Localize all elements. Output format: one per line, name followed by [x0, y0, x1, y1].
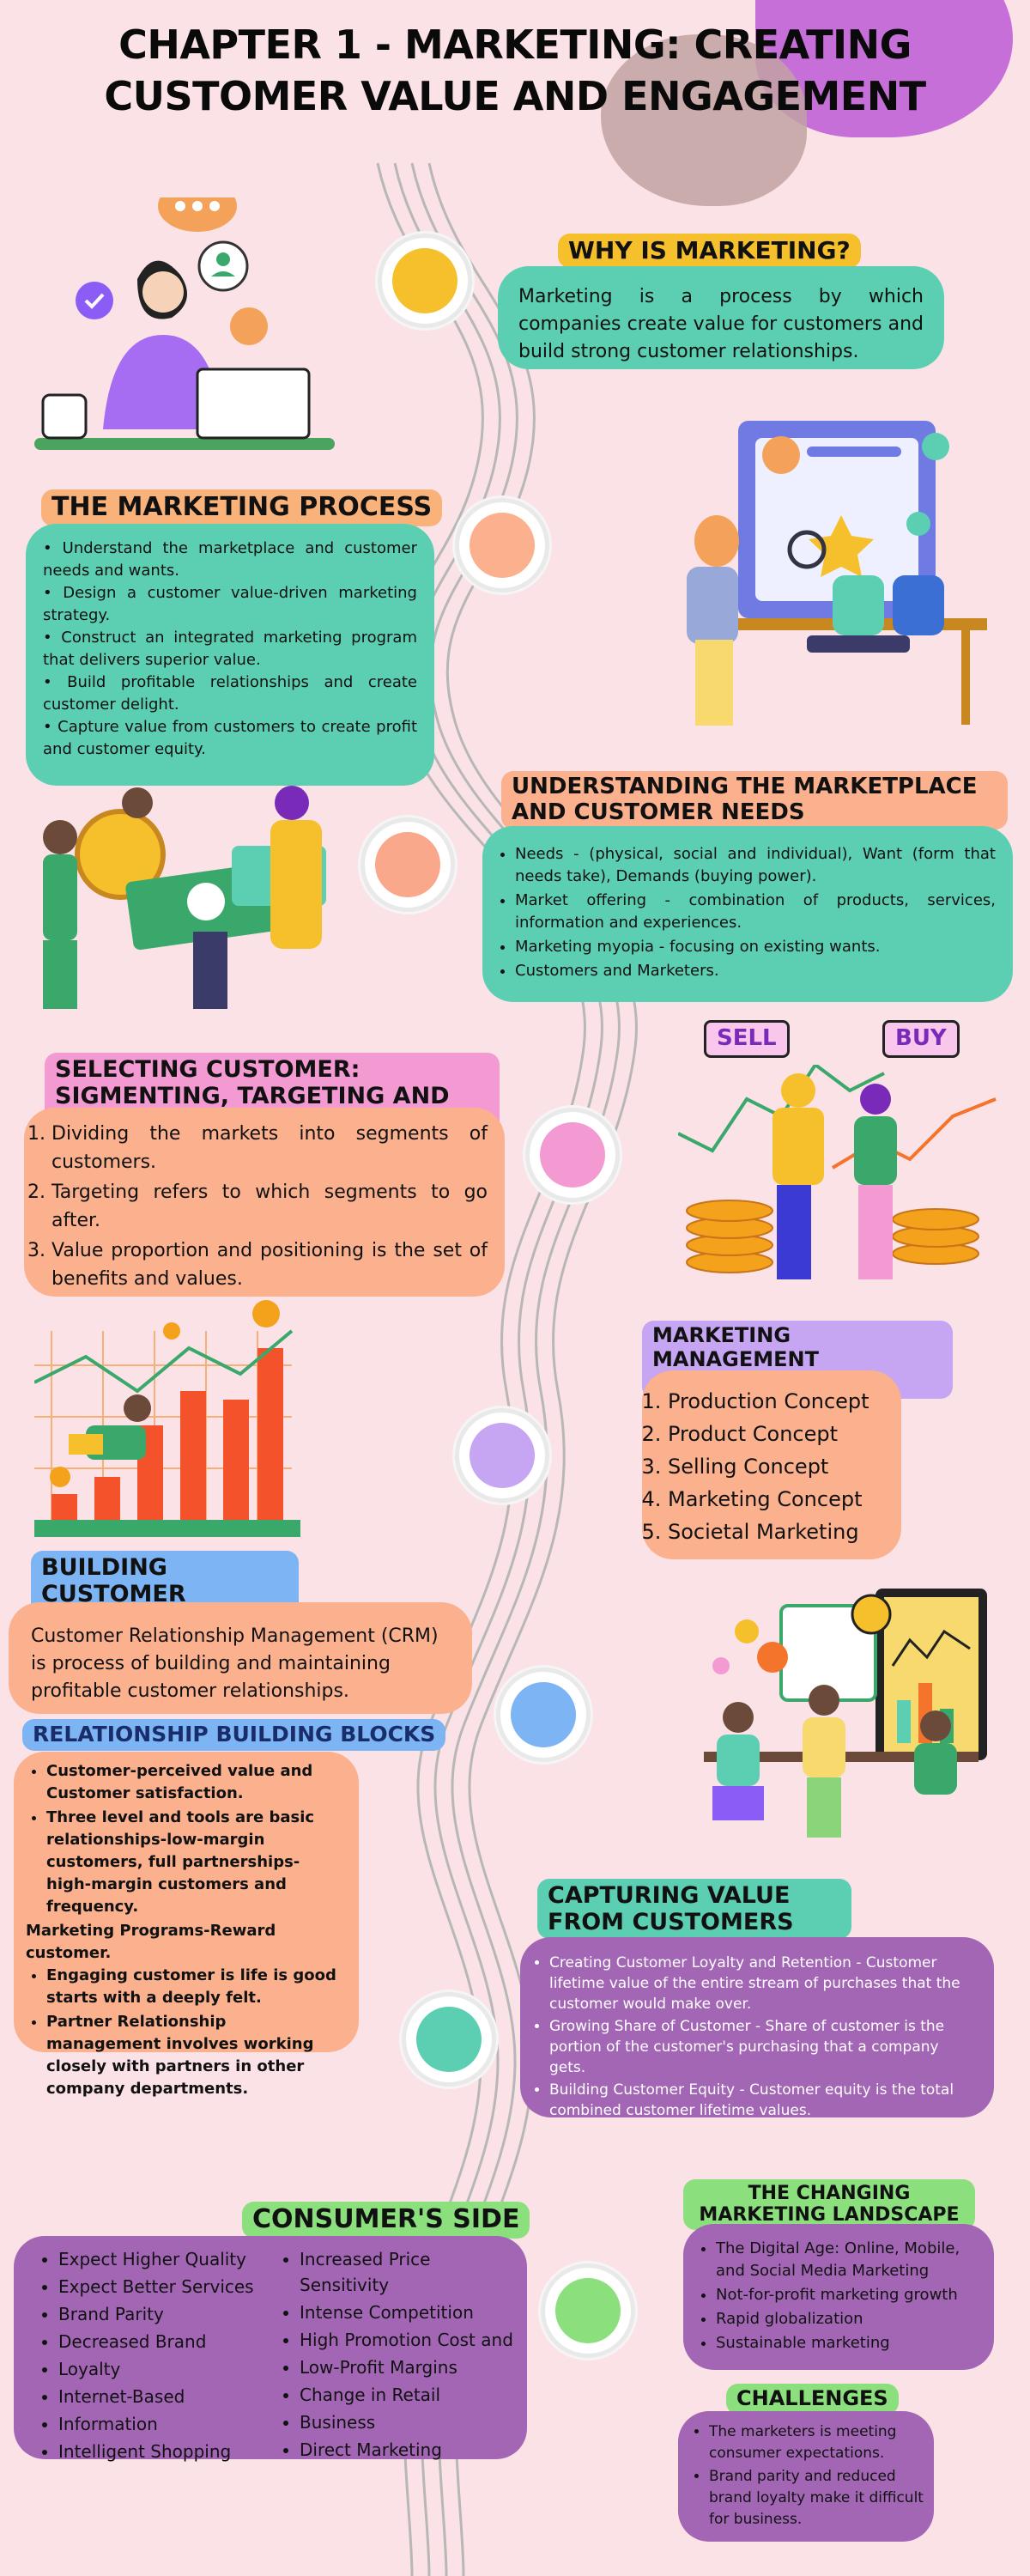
consumer-item: Loyalty — [58, 2356, 276, 2382]
consumer-column-2: Increased Price Sensitivity Intense Comp… — [276, 2246, 517, 2466]
consumer-item: Information — [58, 2411, 276, 2437]
consumer-column-1: Expect Higher Quality Expect Better Serv… — [17, 2246, 276, 2466]
capturing-item: Building Customer Equity - Customer equi… — [549, 2080, 975, 2121]
landscape-item: The Digital Age: Online, Mobile, and Soc… — [716, 2238, 982, 2282]
consumer-side-box: Expect Higher Quality Expect Better Serv… — [14, 2236, 527, 2462]
consumer-item: Intense Competition — [300, 2300, 517, 2325]
orientation-item: Selling Concept — [668, 1451, 888, 1482]
timeline-dot-pink — [525, 1108, 620, 1202]
understanding-box: Needs - (physical, social and individual… — [482, 826, 1013, 1002]
decorative-blob-mauve — [601, 34, 807, 206]
relationships-text: Customer Relationship Management (CRM) i… — [31, 1625, 439, 1702]
orientation-item: Production Concept — [668, 1386, 888, 1417]
page-title: CHAPTER 1 - MARKETING: CREATING CUSTOMER… — [104, 21, 926, 119]
timeline-dot-yellow — [378, 234, 472, 328]
process-item: • Capture value from customers to create… — [43, 718, 417, 758]
understanding-item: Marketing myopia - focusing on existing … — [515, 936, 996, 958]
team-meeting-illustration — [704, 1589, 987, 1838]
consumer-item: Business — [300, 2409, 517, 2435]
consumer-item: Low-Profit Margins — [300, 2354, 517, 2380]
understanding-item: Needs - (physical, social and individual… — [515, 843, 996, 888]
consumer-item: Expect Higher Quality — [58, 2246, 276, 2272]
challenges-item: Brand parity and reduced brand loyalty m… — [709, 2466, 924, 2530]
section-heading-consumer-side: CONSUMER'S SIDE — [242, 2202, 530, 2239]
section-heading-changing-landscape: THE CHANGING MARKETING LANDSCAPE — [683, 2179, 975, 2230]
capturing-value-box: Creating Customer Loyalty and Retention … — [520, 1937, 994, 2119]
challenges-box: The marketers is meeting consumer expect… — [678, 2411, 934, 2542]
blocks-item: Customer-perceived value and Customer sa… — [46, 1760, 343, 1805]
section-heading-challenges: CHALLENGES — [726, 2384, 899, 2415]
building-blocks-box: Customer-perceived value and Customer sa… — [14, 1752, 359, 2098]
blocks-item: Engaging customer is life is good starts… — [46, 1965, 343, 2009]
section-heading-understanding: UNDERSTANDING THE MARKETPLACE AND CUSTOM… — [501, 771, 1008, 829]
consumer-item: Decreased Brand — [58, 2329, 276, 2354]
growth-chart-illustration — [34, 1300, 300, 1537]
traders-coins-illustration — [678, 1065, 997, 1279]
section-heading-why-marketing: WHY IS MARKETING? — [558, 234, 861, 269]
process-item: • Design a customer value-driven marketi… — [43, 584, 417, 624]
process-item: • Understand the marketplace and custome… — [43, 539, 417, 580]
selecting-item: Targeting refers to which segments to go… — [52, 1178, 488, 1235]
landscape-item: Sustainable marketing — [716, 2332, 982, 2354]
selecting-item: Value proportion and positioning is the … — [52, 1236, 488, 1293]
consumer-item: Increased Price Sensitivity — [300, 2246, 517, 2298]
consumer-item: Brand Parity — [58, 2301, 276, 2327]
timeline-dot-green — [541, 2263, 635, 2358]
process-item: • Construct an integrated marketing prog… — [43, 629, 417, 669]
blocks-item: Three level and tools are basic relation… — [46, 1807, 343, 1918]
relationships-box: Customer Relationship Management (CRM) i… — [9, 1602, 472, 1714]
understanding-item: Customers and Marketers. — [515, 960, 996, 982]
capturing-item: Growing Share of Customer - Share of cus… — [549, 2016, 975, 2078]
buy-tag: BUY — [882, 1020, 960, 1058]
landscape-item: Not-for-profit marketing growth — [716, 2284, 982, 2306]
timeline-dot-lilac — [455, 1408, 549, 1503]
person-at-laptop-illustration — [34, 197, 335, 450]
consumer-item: Internet-Based — [58, 2384, 276, 2409]
timeline-dot-teal — [402, 1992, 496, 2087]
blocks-item: Partner Relationship management involves… — [46, 2011, 343, 2100]
why-marketing-text: Marketing is a process by which companie… — [518, 286, 924, 362]
timeline-dot-salmon — [360, 817, 455, 912]
changing-landscape-box: The Digital Age: Online, Mobile, and Soc… — [683, 2224, 994, 2370]
blocks-subline: Marketing Programs-Reward customer. — [26, 1922, 276, 1962]
capturing-item: Creating Customer Loyalty and Retention … — [549, 1953, 975, 2014]
section-heading-capturing-value: CAPTURING VALUE FROM CUSTOMERS — [537, 1879, 851, 1940]
consumer-item: Expect Better Services — [58, 2274, 276, 2300]
challenges-item: The marketers is meeting consumer expect… — [709, 2421, 924, 2464]
timeline-dot-peach — [455, 498, 549, 592]
selecting-box: Dividing the markets into segments of cu… — [24, 1108, 505, 1297]
consumer-item: Change in Retail — [300, 2382, 517, 2408]
selecting-item: Dividing the markets into segments of cu… — [52, 1120, 488, 1176]
marketing-process-box: • Understand the marketplace and custome… — [26, 524, 434, 786]
orientation-item: Marketing Concept — [668, 1484, 888, 1515]
sell-tag: SELL — [704, 1020, 790, 1058]
orientation-item: Societal Marketing — [668, 1516, 888, 1547]
people-with-money-illustration — [43, 786, 326, 1009]
understanding-item: Market offering - combination of product… — [515, 890, 996, 934]
timeline-dot-blue — [496, 1668, 591, 1762]
consumer-item: Intelligent Shopping — [58, 2439, 276, 2464]
orientation-item: Product Concept — [668, 1419, 888, 1449]
consumer-item: Direct Marketing — [300, 2437, 517, 2463]
section-heading-marketing-process: THE MARKETING PROCESS — [41, 489, 443, 526]
why-marketing-box: Marketing is a process by which companie… — [498, 266, 944, 369]
process-item: • Build profitable relationships and cre… — [43, 673, 417, 714]
landscape-item: Rapid globalization — [716, 2308, 982, 2330]
consumer-item: High Promotion Cost and — [300, 2327, 517, 2353]
orientations-box: Production Concept Product Concept Selli… — [642, 1370, 901, 1559]
section-heading-building-blocks: RELATIONSHIP BUILDING BLOCKS — [22, 1719, 446, 1751]
team-board-illustration — [687, 421, 987, 726]
